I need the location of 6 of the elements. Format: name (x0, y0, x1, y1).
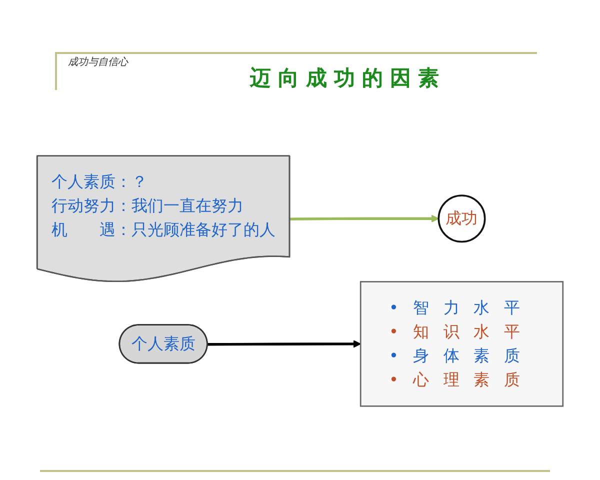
header-text: 成功与自信心 (68, 56, 128, 69)
arrow (208, 340, 361, 348)
node-circle: 成功 (438, 194, 486, 243)
arrow (290, 214, 439, 223)
title: 迈向成功的因素 (250, 64, 446, 92)
node-box: •智力水平 •知识水平 •身体素质 •心理素质 (360, 281, 564, 407)
